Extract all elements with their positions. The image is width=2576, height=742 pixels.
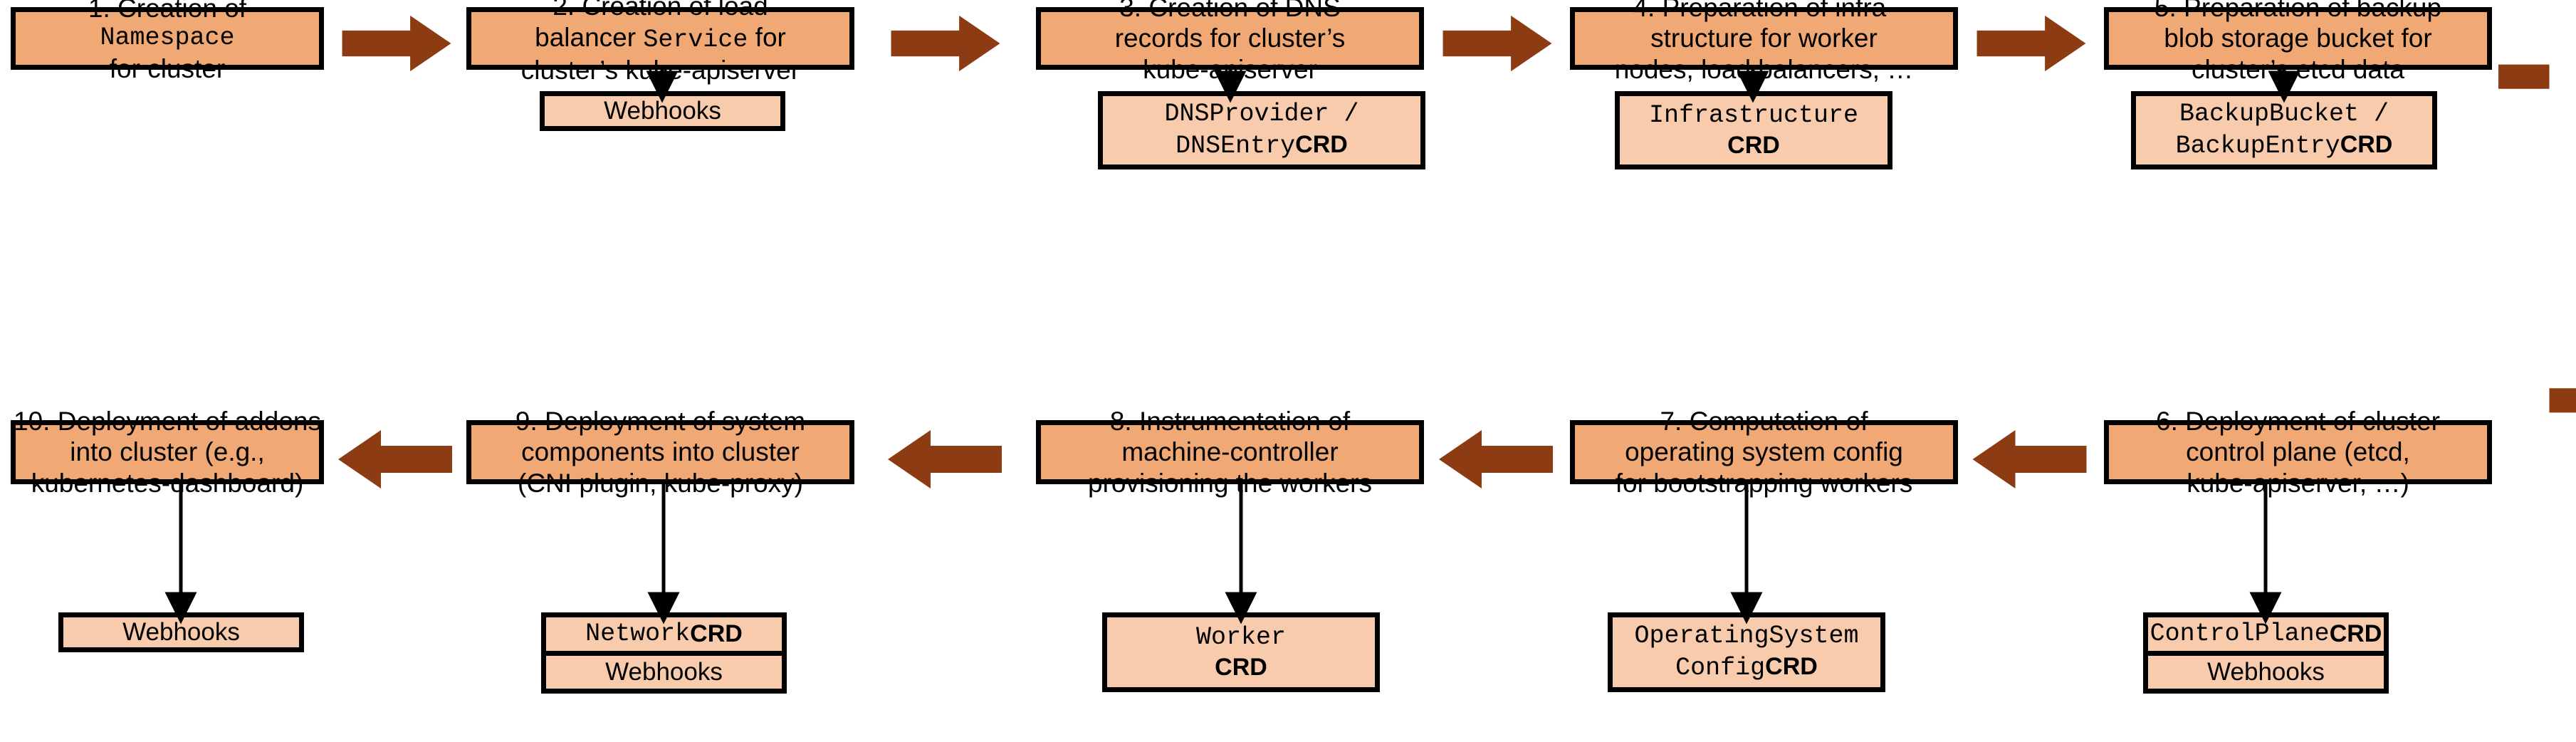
step-4-line-1: 4. Preparation of infra- [1633, 0, 1895, 22]
step-box-6[interactable]: 6. Deployment of cluster control plane (… [2104, 407, 2492, 498]
dns-entry-resource: DNSEntry [1176, 131, 1296, 160]
network-resource: Network [585, 620, 691, 649]
flow-arrow-5-6-elbow [2498, 64, 2576, 413]
step-2-line-1: 2. Creation of load [553, 0, 768, 21]
artifact-box-infrastructure-crd[interactable]: Infrastructure CRD [1615, 91, 1892, 169]
step-5-line-2: blob storage bucket for [2164, 23, 2432, 53]
step-1-line-1: 1. Creation of [88, 0, 247, 23]
infrastructure-resource: Infrastructure [1648, 101, 1859, 130]
step-8-line-2: machine-controller [1121, 437, 1339, 467]
step-10-line-3: kubernetes-dashboard) [31, 468, 304, 498]
backup-bucket-line-1: BackupBucket / [2179, 100, 2389, 129]
osc-resource-line-2-text: Config [1675, 653, 1766, 682]
dns-crd-label: CRD [1295, 130, 1348, 158]
step-7-line-2: operating system config [1625, 437, 1903, 467]
step-box-2[interactable]: 2. Creation of load balancer Service for… [466, 0, 854, 85]
step-2-line-2: balancer Service for [535, 22, 786, 55]
webhooks-label-9: Webhooks [605, 657, 723, 686]
dns-crd-line-2: DNSEntryCRD [1176, 130, 1348, 161]
worker-crd-label: CRD [1215, 653, 1267, 681]
step-1-line-3: for cluster [109, 53, 226, 83]
step-5-line-1: 5. Preparation of backup [2154, 0, 2442, 22]
webhooks-cell-9: Webhooks [546, 656, 782, 689]
step-box-7[interactable]: 7. Computation of operating system confi… [1570, 407, 1958, 498]
step-9-line-1: 9. Deployment of system [515, 406, 806, 436]
dns-crd-line-1: DNSProvider / [1164, 100, 1359, 129]
step-10-line-1: 10. Deployment of addons [14, 406, 321, 436]
step-2-resource-service: Service [643, 25, 748, 54]
step-box-5[interactable]: 5. Preparation of backup blob storage bu… [2104, 0, 2492, 84]
osc-resource-line-1: OperatingSystem [1634, 622, 1859, 651]
osc-crd-label: CRD [1765, 652, 1818, 680]
step-3-line-2: records for cluster’s [1114, 23, 1346, 53]
webhooks-cell-6: Webhooks [2148, 656, 2384, 689]
flow-arrow-6-7 [1972, 430, 2087, 488]
step-box-4[interactable]: 4. Preparation of infra- structure for w… [1570, 0, 1958, 84]
flow-arrow-3-4 [1443, 15, 1552, 72]
step-box-8[interactable]: 8. Instrumentation of machine-controller… [1036, 407, 1424, 498]
step-2-text-a: balancer [535, 22, 644, 52]
step-8-line-1: 8. Instrumentation of [1109, 406, 1351, 436]
controlplane-crd-label: CRD [2329, 620, 2382, 647]
artifact-box-webhooks-10[interactable]: Webhooks [58, 612, 304, 652]
backup-bucket-line-2: BackupEntryCRD [2176, 130, 2393, 161]
step-6-line-2: control plane (etcd, [2186, 437, 2410, 467]
step-4-line-2: structure for worker [1650, 23, 1878, 53]
step-7-line-1: 7. Computation of [1660, 406, 1868, 436]
artifact-box-dns-crd[interactable]: DNSProvider / DNSEntryCRD [1098, 91, 1425, 169]
backup-crd-label: CRD [2340, 130, 2393, 158]
step-6-line-3: kube-apiserver, …) [2187, 468, 2409, 498]
flow-arrow-8-9 [888, 430, 1002, 488]
step-9-line-2: components into cluster [521, 437, 800, 467]
step-box-10[interactable]: 10. Deployment of addons into cluster (e… [11, 407, 324, 498]
infrastructure-crd-label: CRD [1727, 131, 1780, 159]
network-crd-label: CRD [690, 620, 743, 647]
flow-arrow-1-2 [342, 15, 451, 72]
backup-entry-resource: BackupEntry [2175, 131, 2340, 160]
flow-arrow-9-10 [338, 430, 452, 488]
flow-arrow-7-8 [1439, 430, 1553, 488]
artifact-box-worker-crd[interactable]: Worker CRD [1102, 612, 1380, 692]
flow-arrow-4-5 [1976, 15, 2086, 72]
step-6-line-1: 6. Deployment of cluster [2156, 406, 2440, 436]
step-3-line-1: 3. Creation of DNS [1119, 0, 1341, 22]
step-2-text-c: for [748, 22, 786, 52]
step-10-line-2: into cluster (e.g., [70, 437, 265, 467]
flow-arrow-2-3 [891, 15, 1000, 72]
worker-resource: Worker [1195, 623, 1287, 652]
step-9-line-3: (CNI plugin, kube-proxy) [518, 468, 803, 498]
osc-resource-line-2: ConfigCRD [1675, 652, 1818, 683]
step-7-line-3: for bootstrapping workers [1615, 468, 1913, 498]
step-box-1[interactable]: 1. Creation of Namespace for cluster [11, 0, 324, 83]
step-box-9[interactable]: 9. Deployment of system components into … [466, 407, 854, 498]
step-1-line-2: Namespace [100, 23, 235, 53]
controlplane-resource: ControlPlane [2150, 620, 2330, 649]
step-8-line-3: provisioning the workers [1088, 468, 1372, 498]
artifact-box-backup-crd[interactable]: BackupBucket / BackupEntryCRD [2131, 91, 2437, 169]
webhooks-label-6: Webhooks [2207, 657, 2325, 686]
